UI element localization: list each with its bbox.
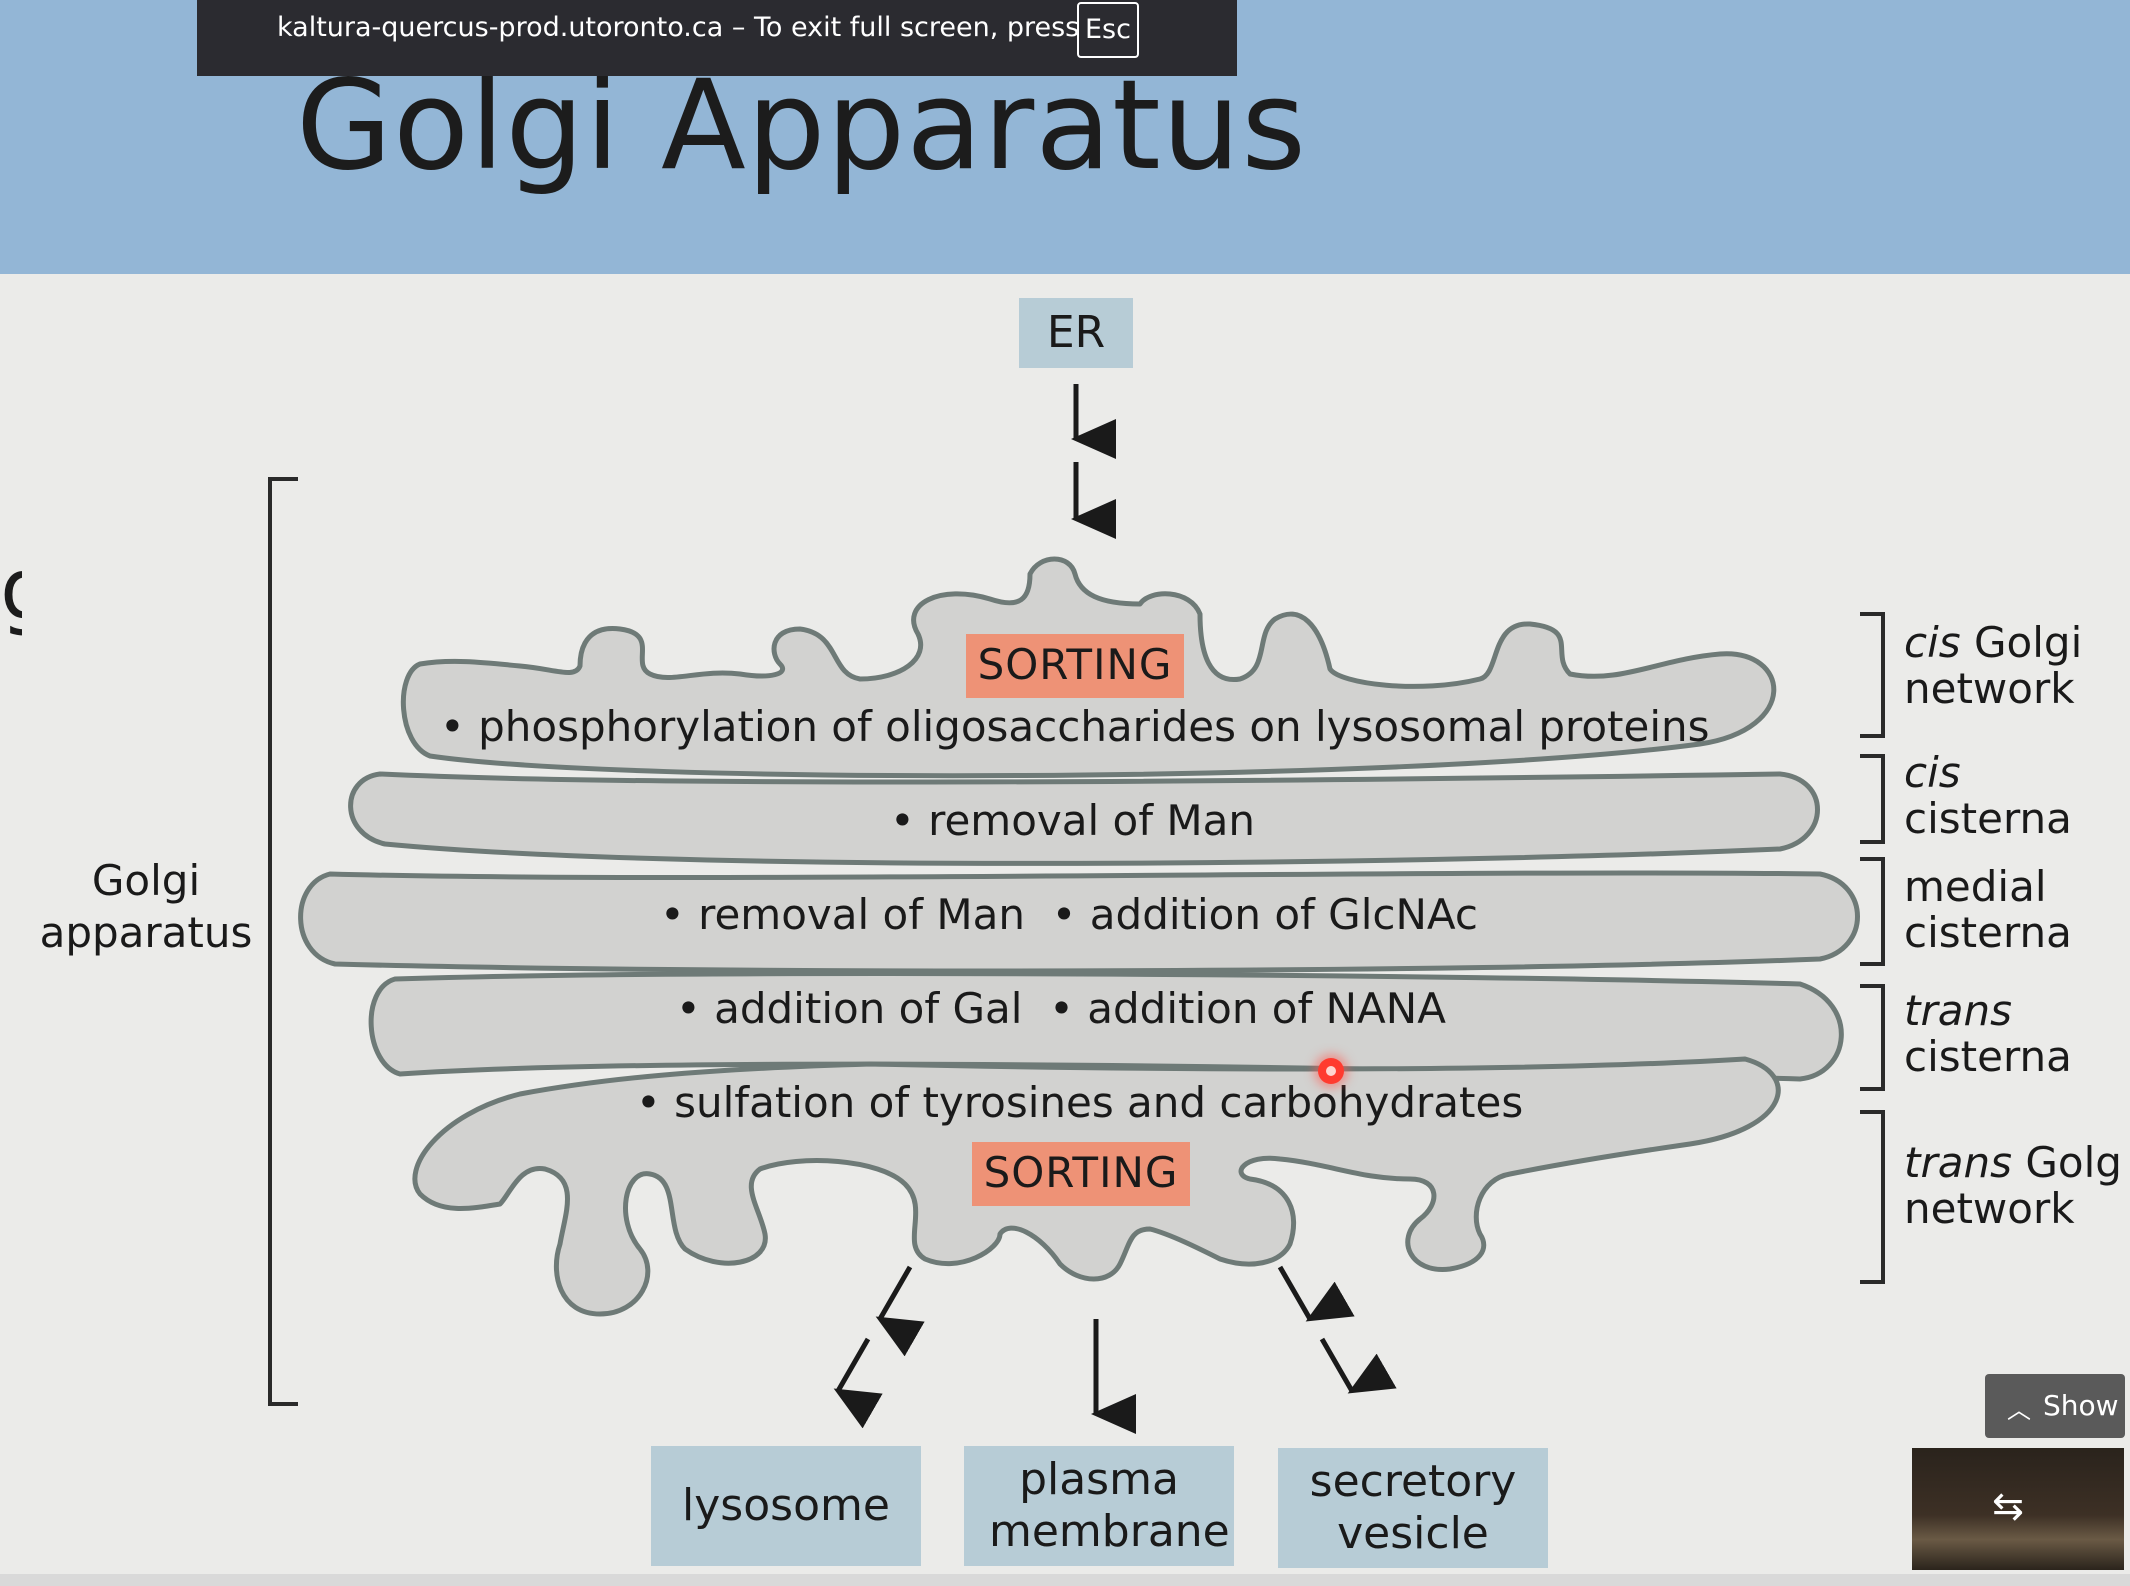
pointer-dot [1318, 1058, 1344, 1084]
er-label: ER [1046, 307, 1106, 358]
cisterna-text-3: • removal of Man • addition of GlcNAc [660, 890, 1478, 939]
golgi-apparatus-label: Golgi apparatus [39, 856, 253, 957]
cis-golgi-network-bracket [1860, 612, 1885, 738]
trans-cisterna-label: trans cisterna [1904, 986, 2072, 1081]
cisterna-text-2: • removal of Man [890, 796, 1255, 845]
medial-cisterna-label: medial cisterna [1904, 862, 2072, 957]
cisterna-text-5: • sulfation of tyrosines and carbohydrat… [636, 1078, 1524, 1127]
presenter-video-thumbnail[interactable]: ⇆ [1912, 1448, 2124, 1570]
trans-cisterna-shape [368, 971, 1844, 1082]
video-frame [1912, 1448, 2124, 1570]
secretory-vesicle-arrow-2 [1319, 1337, 1397, 1394]
lysosome-box: lysosome [651, 1446, 921, 1566]
cisterna-text-1: • phosphorylation of oligosaccharides on… [440, 702, 1710, 751]
golgi-diagram [268, 384, 1885, 1434]
trans-golgi-network-bracket [1860, 1110, 1885, 1284]
lysosome-arrow-2 [833, 1337, 883, 1429]
cis-cisterna-label: cis cisterna [1904, 748, 2072, 843]
fullscreen-notice: kaltura-quercus-prod.utoronto.ca – To ex… [197, 0, 1237, 76]
lysosome-label: lysosome [682, 1480, 890, 1531]
swap-arrows-icon[interactable]: ⇆ [1992, 1484, 2024, 1528]
bottom-edge [0, 1574, 2130, 1586]
slide-title: Golgi Apparatus [296, 54, 1307, 198]
cis-cisterna-shape [348, 771, 1820, 866]
fullscreen-message: kaltura-quercus-prod.utoronto.ca – To ex… [277, 12, 1080, 43]
secretory-vesicle-box: secretory vesicle [1278, 1448, 1548, 1568]
trans-cisterna-bracket [1860, 984, 1885, 1091]
plasma-membrane-label: plasma membrane [989, 1454, 1230, 1557]
medial-cisterna-shape [298, 870, 1860, 974]
cis-cisterna-bracket [1860, 754, 1885, 844]
plasma-membrane-box: plasma membrane [964, 1446, 1234, 1566]
chevron-up-icon: ︿ [2007, 1396, 2031, 1424]
cisterna-text-4: • addition of Gal • addition of NANA [676, 984, 1446, 1033]
medial-cisterna-bracket [1860, 857, 1885, 966]
sorting-label-bottom: SORTING [972, 1142, 1190, 1206]
secretory-vesicle-arrow-1 [1277, 1265, 1355, 1322]
esc-key-badge: Esc [1077, 2, 1139, 58]
golgi-apparatus-bracket [268, 477, 298, 1406]
cropped-text-glyph: g [0, 540, 22, 638]
cis-golgi-network-label: cis Golgi network [1904, 618, 2083, 713]
sorting-label-top: SORTING [966, 634, 1184, 698]
show-label: Show [2043, 1389, 2119, 1422]
secretory-vesicle-label: secretory vesicle [1309, 1456, 1517, 1559]
trans-golgi-network-label: trans Golg network [1904, 1138, 2122, 1233]
er-box: ER [1019, 298, 1133, 368]
show-button[interactable]: ︿ Show [1985, 1374, 2125, 1438]
lysosome-arrow-1 [875, 1265, 925, 1357]
